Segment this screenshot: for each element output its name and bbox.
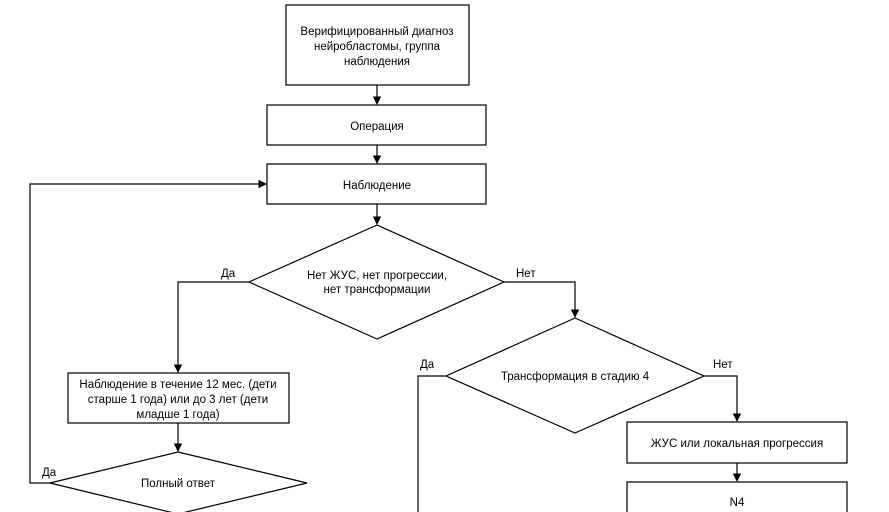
node-decision-transformation-label: Трансформация в стадию 4 <box>501 371 650 383</box>
node-zhus-progression: ЖУС или локальная прогрессия <box>626 421 848 464</box>
node-decision-no-progression-line-1: Нет ЖУС, нет прогрессии, <box>307 270 447 282</box>
edge-full-response-yes-loop <box>29 179 267 484</box>
node-decision-no-progression: Нет ЖУС, нет прогрессии, нет трансформац… <box>247 224 506 340</box>
node-verified-diagnosis-line-3: наблюдения <box>344 56 410 68</box>
edge-decision-yes <box>173 281 249 373</box>
edge-label-no-1: Нет <box>516 268 536 280</box>
node-decision-no-progression-line-2: нет трансформации <box>324 284 431 296</box>
node-zhus-progression-label: ЖУС или локальная прогрессия <box>651 438 823 450</box>
node-observation-long: Наблюдение в течение 12 мес. (дети старш… <box>67 372 290 424</box>
edge-label-yes-1: Да <box>221 268 236 280</box>
edges <box>29 85 742 512</box>
edge-labels: Да Нет Да Нет Да <box>42 268 733 479</box>
node-n4-label: N4 <box>730 497 745 509</box>
edge-label-yes-2: Да <box>420 359 435 371</box>
node-observation: Наблюдение <box>266 163 487 205</box>
node-verified-diagnosis-line-1: Верифицированный диагноз <box>300 26 453 38</box>
node-verified-diagnosis: Верифицированный диагноз нейробластомы, … <box>285 4 470 86</box>
edge-label-no-2: Нет <box>713 359 733 371</box>
node-observation-label: Наблюдение <box>343 180 411 192</box>
node-surgery: Операция <box>266 104 487 146</box>
edge-transformation-no <box>704 375 742 422</box>
node-observation-long-line-2: старше 1 года) или до 3 лет (дети <box>88 394 268 406</box>
edge-transformation-yes <box>417 375 446 512</box>
node-observation-long-line-1: Наблюдение в течение 12 мес. (дети <box>79 379 276 391</box>
node-n4: N4 <box>626 481 848 512</box>
node-full-response: Полный ответ <box>49 451 308 512</box>
node-verified-diagnosis-line-2: нейробластомы, группа <box>314 41 441 53</box>
node-surgery-label: Операция <box>350 121 404 133</box>
node-full-response-label: Полный ответ <box>141 478 216 490</box>
edge-decision-no <box>504 281 580 318</box>
edge-label-yes-full-response: Да <box>42 467 57 479</box>
node-decision-transformation: Трансформация в стадию 4 <box>444 317 706 434</box>
node-observation-long-line-3: младше 1 года) <box>136 409 219 421</box>
